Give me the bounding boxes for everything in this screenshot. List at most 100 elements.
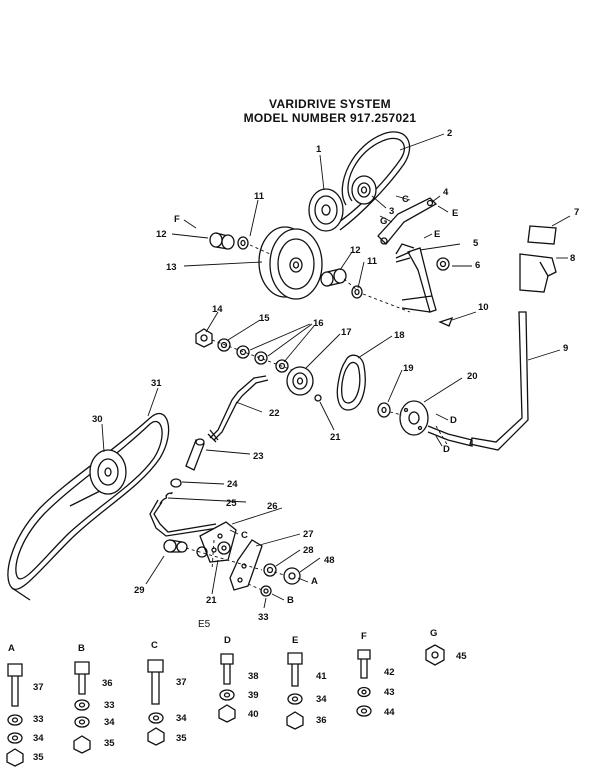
key-group-g: G 45 bbox=[425, 628, 467, 666]
hex-nut-icon bbox=[6, 748, 24, 767]
hex-nut-icon bbox=[218, 704, 236, 723]
callout-33: 33 bbox=[258, 612, 269, 623]
key-item-number: 35 bbox=[176, 733, 187, 744]
bolt-icon bbox=[147, 659, 164, 705]
pulley-part-30 bbox=[89, 449, 127, 495]
key-bolt-number: 42 bbox=[384, 667, 395, 678]
ref-letter-e-lower: E bbox=[434, 229, 440, 240]
callout-2: 2 bbox=[447, 128, 452, 139]
clip-part-21-upper bbox=[314, 394, 322, 402]
key-group-d: D 38 39 40 bbox=[218, 635, 259, 723]
key-item-number: 34 bbox=[316, 694, 327, 705]
callout-3: 3 bbox=[389, 206, 394, 217]
callout-11-lower: 11 bbox=[367, 256, 378, 267]
key-item-number: 36 bbox=[316, 715, 327, 726]
drive-belt-part-31 bbox=[7, 412, 170, 601]
key-letter: E bbox=[292, 635, 298, 646]
key-item-number: 33 bbox=[104, 700, 115, 711]
callout-27: 27 bbox=[303, 529, 314, 540]
ref-letter-e-upper: E bbox=[452, 208, 458, 219]
bolt-icon bbox=[287, 652, 303, 687]
callout-17: 17 bbox=[341, 327, 352, 338]
spacer-part-12-left bbox=[209, 232, 235, 250]
washer-part-11-left bbox=[237, 236, 249, 250]
lock-washer-icon bbox=[287, 693, 303, 705]
key-bolt-number: 45 bbox=[456, 651, 467, 662]
callout-9: 9 bbox=[563, 343, 568, 354]
bolt-icon bbox=[220, 653, 234, 685]
key-bolt-number: 37 bbox=[176, 677, 187, 688]
ref-letter-b: B bbox=[287, 595, 294, 606]
callout-15: 15 bbox=[259, 313, 270, 324]
callout-28: 28 bbox=[303, 545, 314, 556]
idler-bracket-part-4 bbox=[377, 197, 438, 245]
callout-26: 26 bbox=[267, 501, 278, 512]
bolt-icon bbox=[74, 661, 90, 695]
pulley-part-1 bbox=[308, 188, 344, 232]
callout-24: 24 bbox=[227, 479, 238, 490]
flat-washer-icon bbox=[356, 705, 372, 717]
callout-6: 6 bbox=[475, 260, 480, 271]
callout-8: 8 bbox=[570, 253, 575, 264]
washer-part-19 bbox=[377, 402, 391, 418]
ref-letter-d-lower: D bbox=[443, 444, 450, 455]
washer-part-16-b bbox=[254, 351, 268, 365]
callout-16: 16 bbox=[313, 318, 324, 329]
ref-letter-c-lower: C bbox=[241, 530, 248, 541]
callout-21-lower: 21 bbox=[206, 595, 217, 606]
hex-nut-icon bbox=[286, 711, 304, 730]
key-item-number: 35 bbox=[104, 738, 115, 749]
washer-part-11-right bbox=[351, 285, 363, 299]
pin-part-23 bbox=[185, 438, 205, 471]
diagram-title: VARIDRIVE SYSTEM bbox=[269, 97, 391, 111]
key-item-number: 44 bbox=[384, 707, 395, 718]
ref-letter-f: F bbox=[174, 214, 180, 225]
ref-letter-c-upper: C bbox=[402, 194, 409, 205]
key-item-number: 33 bbox=[33, 714, 44, 725]
flat-washer-icon bbox=[7, 732, 23, 744]
key-item-number: 39 bbox=[248, 690, 259, 701]
key-bolt-number: 41 bbox=[316, 671, 327, 682]
washer-part-16-a bbox=[236, 345, 250, 359]
linkage-rod-part-22 bbox=[207, 375, 269, 443]
spring-part-25 bbox=[159, 491, 173, 505]
key-group-c: C 37 34 35 bbox=[147, 640, 187, 746]
pin-part-10 bbox=[438, 316, 454, 327]
ref-letter-a: A bbox=[311, 576, 318, 587]
key-letter: B bbox=[78, 643, 85, 654]
lock-washer-icon bbox=[148, 712, 164, 724]
key-letter: A bbox=[8, 643, 15, 654]
model-number: MODEL NUMBER 917.257021 bbox=[243, 111, 417, 125]
lock-washer-icon bbox=[74, 699, 90, 711]
callout-22: 22 bbox=[269, 408, 280, 419]
key-letter: G bbox=[430, 628, 437, 639]
washer-part-21-lower bbox=[196, 541, 231, 558]
key-item-number: 43 bbox=[384, 687, 395, 698]
callout-numbers: 1 2 3 4 5 6 7 8 9 10 11 11 12 12 13 14 1… bbox=[92, 128, 579, 623]
callout-4: 4 bbox=[443, 187, 449, 198]
key-letter: D bbox=[224, 635, 231, 646]
hex-nut-icon bbox=[73, 735, 91, 754]
hex-nut-icon bbox=[147, 727, 165, 746]
key-letter: F bbox=[361, 631, 367, 642]
pulley-part-17 bbox=[286, 366, 314, 396]
leader-lines bbox=[101, 133, 571, 609]
diagram-code: E5 bbox=[198, 619, 211, 630]
shift-lever-part-9 bbox=[469, 311, 529, 451]
nut-part-6 bbox=[436, 257, 450, 271]
hardware-key: A 37 33 34 35 B 36 33 34 35 bbox=[6, 628, 467, 767]
washer-part-33 bbox=[260, 585, 272, 597]
bolt-icon bbox=[357, 649, 371, 679]
lock-washer-icon bbox=[357, 686, 371, 698]
key-group-a: A 37 33 34 35 bbox=[6, 643, 44, 767]
washer-part-48 bbox=[283, 567, 301, 585]
key-letter: C bbox=[151, 640, 158, 651]
nut-part-14 bbox=[195, 328, 213, 348]
callout-10: 10 bbox=[478, 302, 489, 313]
lock-washer-icon bbox=[7, 714, 23, 726]
callout-12-left: 12 bbox=[156, 229, 167, 240]
belt-part-18 bbox=[336, 354, 366, 411]
key-group-e: E 41 34 36 bbox=[286, 635, 327, 730]
key-bolt-number: 38 bbox=[248, 671, 259, 682]
callout-1: 1 bbox=[316, 144, 322, 155]
